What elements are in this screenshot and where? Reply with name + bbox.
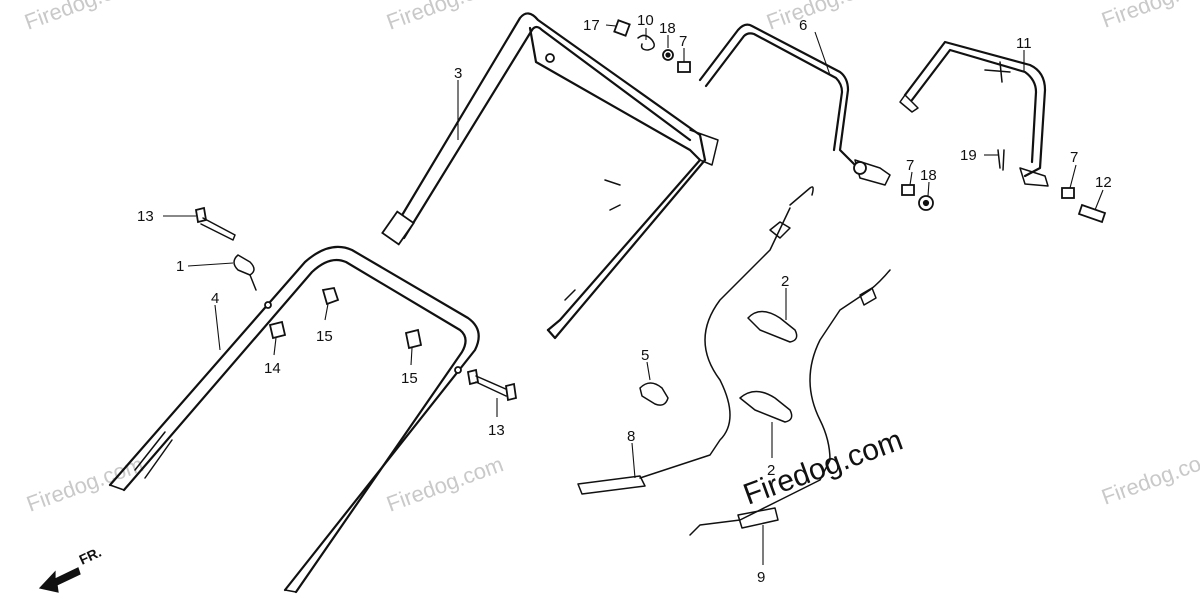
callout-7-middle: 7 (906, 157, 914, 174)
watermark-top-right: Firedog.com (763, 0, 886, 35)
lower-handle (108, 245, 480, 594)
callout-4: 4 (211, 290, 219, 307)
grips-and-clamp (639, 310, 798, 423)
watermark-top-center: Firedog.com (383, 0, 506, 35)
top-hardware (613, 19, 1107, 224)
callout-11: 11 (1016, 35, 1032, 52)
watermark-top-left: Firedog.com (21, 0, 144, 35)
callout-18-top: 18 (659, 20, 676, 37)
callout-3: 3 (454, 65, 462, 82)
callout-12: 12 (1095, 174, 1112, 191)
callout-7-top: 7 (679, 33, 687, 50)
watermark-center: Firedog.com (739, 424, 907, 512)
left-hardware (194, 206, 518, 402)
callout-6: 6 (799, 17, 807, 34)
callout-7-right: 7 (1070, 149, 1078, 166)
watermark-bottom-right: Firedog.com (1098, 444, 1200, 509)
callout-15-right: 15 (401, 370, 418, 387)
callout-8: 8 (627, 428, 635, 445)
callout-2-upper: 2 (781, 273, 789, 290)
callouts: 13 1 3 4 14 15 15 13 17 10 18 7 6 11 19 … (137, 12, 1112, 586)
rod (698, 23, 891, 186)
callout-10: 10 (637, 12, 654, 29)
callout-9: 9 (757, 569, 765, 586)
lever (899, 40, 1049, 187)
front-arrow-icon (38, 567, 81, 593)
callout-18-right: 18 (920, 167, 937, 184)
callout-13-lower: 13 (488, 422, 505, 439)
watermarks: Firedog.com Firedog.com Firedog.com Fire… (21, 0, 1200, 517)
cables (577, 186, 891, 536)
callout-2-lower: 2 (767, 462, 775, 479)
callout-15-left: 15 (316, 328, 333, 345)
pin (997, 149, 1005, 171)
callout-17: 17 (583, 17, 600, 34)
leader-lines (163, 24, 1104, 565)
upper-handle (381, 12, 719, 340)
callout-19: 19 (960, 147, 977, 164)
watermark-bottom-center: Firedog.com (383, 451, 506, 516)
callout-13-upper: 13 (137, 208, 154, 225)
callout-5: 5 (641, 347, 649, 364)
front-label: FR. (77, 544, 104, 568)
callout-1: 1 (176, 258, 184, 275)
front-indicator: FR. (38, 544, 104, 593)
watermark-top-far-right: Firedog.com (1098, 0, 1200, 33)
callout-14: 14 (264, 360, 281, 377)
